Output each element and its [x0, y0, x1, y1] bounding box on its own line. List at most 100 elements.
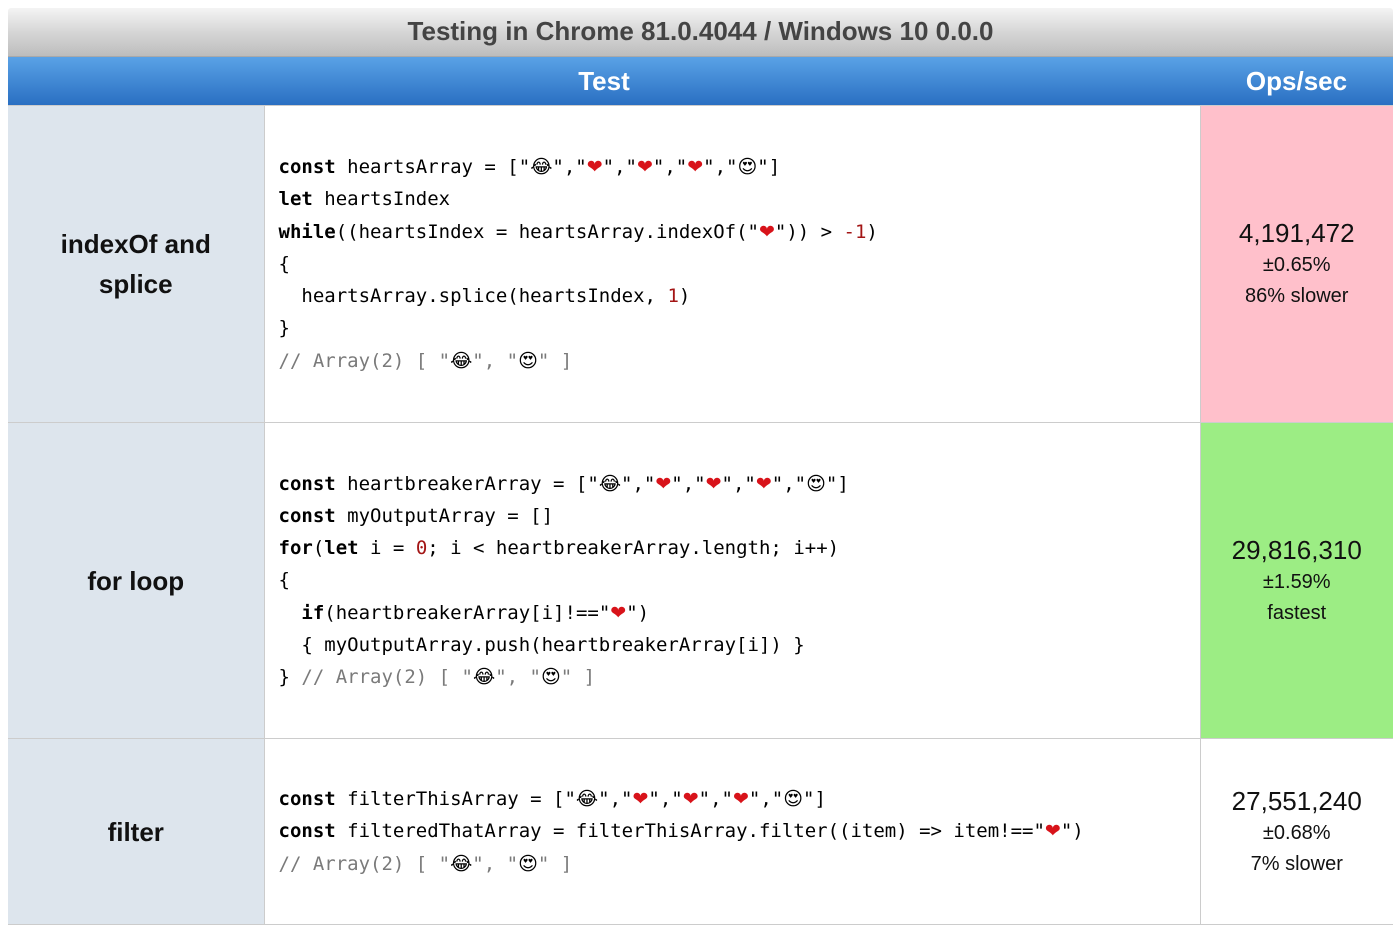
code-token: filterThisArray = ["	[335, 788, 576, 811]
heart-icon: ❤	[636, 156, 653, 179]
laugh-icon: 😂	[530, 156, 553, 179]
code-token	[279, 602, 302, 624]
code-token: "]	[757, 156, 781, 179]
code-token: heartsArray = [	[335, 156, 519, 179]
code-token: // Array(2) [ "	[278, 852, 451, 875]
code-token: "	[518, 156, 531, 179]
heart-eyes-icon: 😍	[806, 472, 826, 495]
code-token: const	[278, 156, 336, 179]
code-token: " ]	[560, 666, 596, 688]
heart-icon: ❤	[755, 472, 772, 495]
result-cell: 29,816,310 ±1.59% fastest	[1199, 422, 1393, 739]
table-row: indexOf and splice const heartsArray = […	[8, 105, 1393, 423]
code-token: {	[278, 252, 290, 275]
code-line: { myOutputArray.push(heartbreakerArray[i…	[278, 633, 805, 656]
code-token: let	[324, 537, 359, 560]
code-token: "]	[803, 788, 826, 811]
table-row: for loop const heartbreakerArray = ["😂",…	[8, 422, 1393, 739]
code-cell: const heartsArray = ["😂","❤","❤","❤","😍"…	[263, 105, 1201, 423]
code-token: }	[278, 666, 302, 688]
code-token: ", "	[472, 349, 519, 372]
code-token: (	[312, 537, 325, 560]
code-line: if(heartbreakerArray[i]!=="❤")	[279, 601, 650, 624]
code-token: -1	[843, 220, 867, 243]
test-name-line: for loop	[87, 565, 185, 596]
results-table: Test Ops/sec indexOf and splice const he…	[8, 57, 1393, 925]
code-token: )	[678, 285, 691, 308]
code-snippet: const filterThisArray = ["😂","❤","❤","❤"…	[279, 783, 1186, 880]
result-cell: 4,191,472 ±0.65% 86% slower	[1199, 105, 1393, 423]
code-token: ","	[602, 156, 637, 179]
test-name: for loop	[8, 422, 265, 739]
code-snippet: const heartsArray = ["😂","❤","❤","❤","😍"…	[279, 151, 1186, 376]
heart-icon: ❤	[732, 788, 749, 811]
code-token: " ]	[537, 852, 573, 875]
code-token: ","	[552, 156, 587, 179]
laugh-icon: 😂	[575, 788, 599, 811]
code-token: ","	[698, 788, 733, 811]
code-token: ; i < heartbreakerArray.length; i++)	[427, 537, 840, 560]
code-token: ","	[652, 156, 688, 179]
test-name-line: filter	[107, 816, 164, 847]
code-token: for	[278, 537, 313, 560]
code-token: )	[866, 220, 878, 243]
relative-speed: 86% slower	[1245, 285, 1349, 307]
code-cell: const filterThisArray = ["😂","❤","❤","❤"…	[263, 738, 1201, 925]
code-token: }	[278, 317, 290, 340]
code-token: if	[301, 601, 325, 624]
table-row: filter const filterThisArray = ["😂","❤",…	[8, 738, 1393, 925]
code-line: } // Array(2) [ "😂", "😍" ]	[279, 666, 596, 688]
code-token: myOutputArray = []	[335, 504, 554, 527]
table-header-row: Test Ops/sec	[8, 57, 1393, 106]
code-token: // Array(2) [ "	[278, 349, 451, 372]
laugh-icon: 😂	[450, 349, 473, 372]
results-panel: Testing in Chrome 81.0.4044 / Windows 10…	[8, 8, 1393, 925]
code-token: " ]	[537, 349, 573, 372]
code-token: ", "	[495, 666, 541, 688]
heart-icon: ❤	[1044, 820, 1061, 843]
browser-banner: Testing in Chrome 81.0.4044 / Windows 10…	[8, 8, 1393, 57]
test-name: indexOf and splice	[8, 105, 265, 423]
test-name-line: indexOf and	[60, 229, 211, 259]
code-token: (heartbreakerArray[i]!=="	[324, 601, 611, 624]
heart-eyes-icon: 😍	[518, 852, 538, 875]
code-token: ")) >	[774, 220, 844, 243]
heart-icon: ❤	[682, 788, 699, 811]
result-cell: 27,551,240 ±0.68% 7% slower	[1199, 738, 1393, 925]
ops-value: 27,551,240	[1231, 785, 1362, 816]
code-token: 1	[667, 285, 679, 308]
code-token: ")	[1060, 820, 1084, 843]
error-margin: ±1.59%	[1262, 570, 1331, 593]
code-token: { myOutputArray.push(heartbreakerArray[i…	[278, 633, 805, 656]
relative-speed: 7% slower	[1250, 852, 1343, 875]
relative-speed: fastest	[1267, 601, 1327, 624]
code-cell: const heartbreakerArray = ["😂","❤","❤","…	[263, 422, 1201, 739]
test-column-header: Test	[8, 57, 1200, 106]
ops-value: 29,816,310	[1231, 534, 1362, 565]
code-token: heartsArray.splice(heartsIndex,	[278, 285, 668, 308]
code-line: const heartbreakerArray = ["😂","❤","❤","…	[279, 473, 849, 495]
test-name-line: splice	[98, 269, 173, 299]
code-token: const	[278, 504, 336, 527]
code-line: // Array(2) [ "😂", "😍" ]	[279, 350, 573, 372]
code-token: "]	[825, 472, 849, 495]
heart-icon: ❤	[705, 472, 722, 495]
code-line: const filterThisArray = ["😂","❤","❤","❤"…	[279, 788, 826, 810]
code-token: // Array(2) [ "	[301, 666, 473, 688]
code-token: let	[278, 188, 313, 211]
code-snippet: const heartbreakerArray = ["😂","❤","❤","…	[279, 468, 1186, 693]
ops-column-header: Ops/sec	[1200, 57, 1393, 106]
code-token: ")	[626, 601, 650, 624]
laugh-icon: 😂	[472, 666, 496, 688]
code-line: while((heartsIndex = heartsArray.indexOf…	[279, 221, 878, 243]
heart-icon: ❤	[632, 788, 649, 811]
heart-icon: ❤	[586, 156, 603, 179]
code-token: while	[278, 220, 336, 243]
code-token: ","	[721, 472, 756, 495]
laugh-icon: 😂	[598, 472, 622, 495]
code-token: heartsIndex	[312, 188, 451, 211]
test-name: filter	[8, 738, 265, 925]
heart-icon: ❤	[687, 156, 704, 179]
ops-value: 4,191,472	[1238, 218, 1355, 248]
heart-eyes-icon: 😍	[737, 156, 758, 179]
